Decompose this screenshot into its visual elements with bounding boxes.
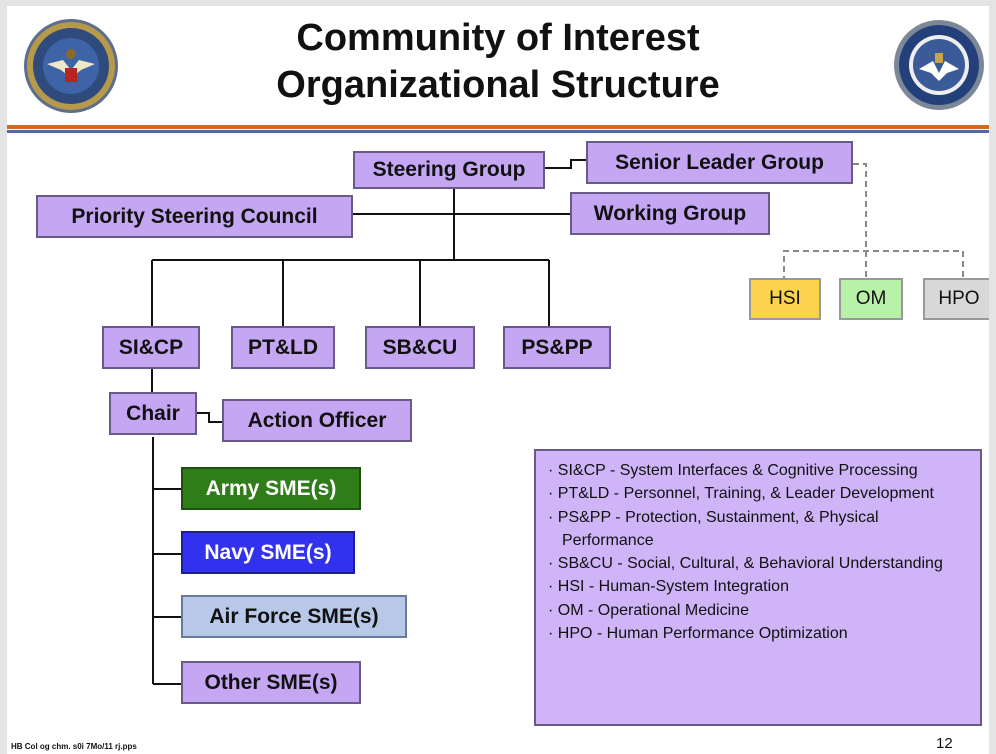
org-connectors	[151, 159, 964, 685]
pspp-box: PS&PP	[503, 326, 611, 369]
legend-item: · SI&CP - System Interfaces & Cognitive …	[548, 462, 918, 479]
legend-item: · HSI - Human-System Integration	[548, 578, 789, 596]
steering-group-box: Steering Group	[353, 151, 545, 189]
footer-note: HB Col og chm. s0i 7Mo/11 rj.pps	[11, 742, 137, 751]
legend-item: · PT&LD - Personnel, Training, & Leader …	[548, 485, 934, 503]
navy-sme-box: Navy SME(s)	[181, 531, 355, 574]
priority-steering-council-box: Priority Steering Council	[36, 195, 353, 238]
legend-item: · HPO - Human Performance Optimization	[548, 625, 848, 643]
legend-item: · SB&CU - Social, Cultural, & Behavioral…	[548, 555, 943, 573]
legend-item: · OM - Operational Medicine	[548, 601, 749, 619]
senior-leader-group-box: Senior Leader Group	[586, 141, 853, 184]
ptld-box: PT&LD	[231, 326, 335, 369]
hsi-box: HSI	[749, 278, 821, 320]
sbcu-box: SB&CU	[365, 326, 475, 369]
slide: Community of Interest Organizational Str…	[7, 6, 989, 754]
navy-gear-seal-logo	[894, 20, 984, 110]
title-divider-blue	[7, 130, 989, 133]
air-force-sme-box: Air Force SME(s)	[181, 595, 407, 638]
sicp-box: SI&CP	[102, 326, 200, 369]
title-divider-orange	[7, 125, 989, 129]
title-line-1: Community of Interest	[296, 17, 700, 59]
working-group-box: Working Group	[570, 192, 770, 235]
chair-box: Chair	[109, 392, 197, 435]
action-officer-box: Action Officer	[222, 399, 412, 442]
om-box: OM	[839, 278, 903, 320]
title-line-2: Organizational Structure	[276, 64, 720, 106]
army-sme-box: Army SME(s)	[181, 467, 361, 510]
hpo-box: HPO	[923, 278, 989, 320]
page-number: 12	[936, 735, 953, 752]
acronym-legend: · SI&CP - System Interfaces & Cognitive …	[534, 449, 982, 726]
dod-seal-logo	[24, 19, 118, 113]
other-sme-box: Other SME(s)	[181, 661, 361, 704]
legend-item: · PS&PP - Protection, Sustainment, & Phy…	[548, 508, 879, 549]
